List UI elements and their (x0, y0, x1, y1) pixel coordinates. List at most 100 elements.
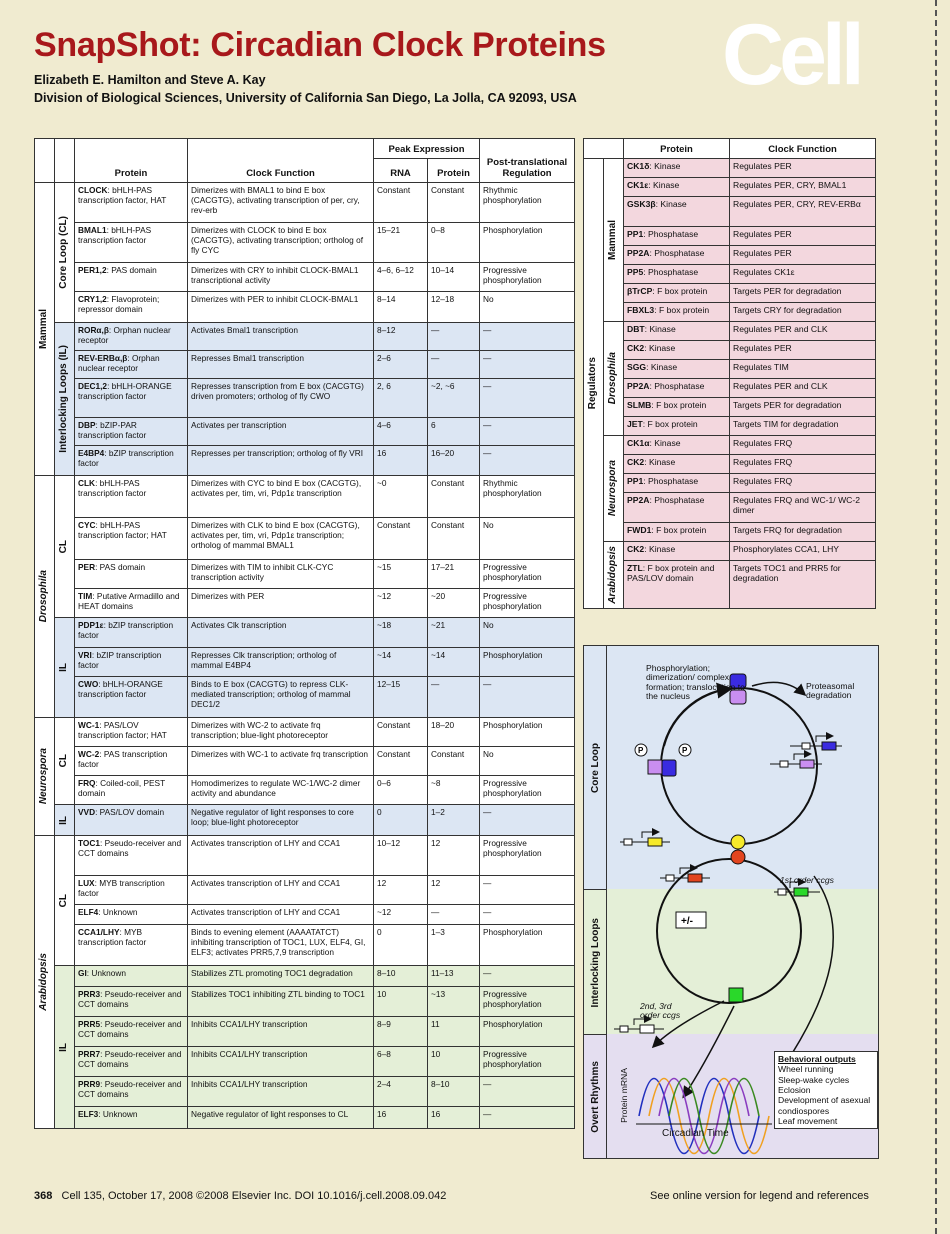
reg-protein-name: PP2A (627, 248, 650, 258)
protein-row: DEC1,2: bHLH-ORANGE transcription factor… (34, 378, 576, 418)
clock-function-cell: Represses per transcription; ortholog of… (187, 445, 374, 476)
reg-protein-description: : Kinase (644, 324, 676, 334)
clock-function-cell: Stabilizes TOC1 inhibiting ZTL binding t… (187, 986, 374, 1017)
clock-function-cell: Represses transcription from E box (CACG… (187, 378, 374, 418)
rna-peak-cell: ~18 (373, 617, 428, 648)
rna-peak-cell: 12 (373, 875, 428, 905)
reg-function-cell: Regulates PER (729, 245, 876, 265)
protein-cell: PRR7: Pseudo-receiver and CCT domains (74, 1046, 188, 1077)
output-item: Wheel running (778, 1064, 834, 1075)
reg-protein-cell: CK1α: Kinase (623, 435, 730, 455)
protein-description: : PAS transcription factor (78, 749, 168, 770)
protein-name: PRR5 (78, 1019, 101, 1029)
protein-peak-cell: — (426, 322, 481, 351)
subgroup-label-core_loop: Core Loop (CL) (58, 216, 70, 289)
interlocking-band (584, 889, 878, 1034)
clock-function-cell: Represses Clk transcription; ortholog of… (187, 647, 374, 677)
reg-protein-description: : Kinase (646, 362, 678, 372)
reg-protein-description: : Kinase (644, 457, 676, 467)
protein-name: FRQ (78, 778, 96, 788)
header-peak-expression: Peak Expression (372, 138, 481, 159)
protein-name: WC-1 (78, 720, 100, 730)
reg-protein-cell: PP2A: Phosphatase (623, 492, 730, 523)
post-translational-cell: No (479, 517, 576, 560)
reg-function-cell: Regulates PER and CLK (729, 321, 876, 341)
second-order-ccgs-text: 2nd, 3rd order ccgs (640, 1001, 681, 1021)
reg-header-clock-function: Clock Function (729, 138, 876, 159)
reg-protein-cell: PP2A: Phosphatase (623, 245, 730, 265)
protein-description: : Orphan nuclear receptor (78, 353, 160, 374)
reg-protein-cell: PP1: Phosphatase (623, 473, 730, 493)
reg-group-label-arabidopsis: Arabidopsis (607, 546, 619, 604)
protein-cell: BMAL1: bHLH-PAS transcription factor (74, 222, 188, 263)
reg-function-cell: Regulates FRQ (729, 454, 876, 474)
header-protein: Protein (74, 138, 188, 183)
rna-peak-cell: ~12 (373, 904, 428, 925)
clock-function-cell: Binds to E box (CACGTG) to repress CLK-m… (187, 676, 374, 718)
protein-name: CCA1/LHY (78, 927, 120, 937)
protein-peak-cell: Constant (426, 746, 481, 776)
post-translational-cell: — (479, 417, 576, 446)
protein-cell: PRR5: Pseudo-receiver and CCT domains (74, 1016, 188, 1047)
protein-cell: CLOCK: bHLH-PAS transcription factor, HA… (74, 182, 188, 223)
outputs-title: Behavioral outputs (778, 1054, 856, 1064)
group-label-neurospora: Neurospora (38, 748, 50, 805)
post-translational-cell: — (479, 676, 576, 718)
clock-function-cell: Stabilizes ZTL promoting TOC1 degradatio… (187, 965, 374, 987)
rna-peak-cell: 0 (373, 804, 428, 836)
protein-peak-cell: — (426, 350, 481, 379)
post-translational-cell: Rhythmic phosphorylation (479, 182, 576, 223)
phospho-label-2: P (682, 746, 688, 755)
rna-peak-cell: 8–14 (373, 291, 428, 323)
reg-function-cell: Regulates PER (729, 158, 876, 178)
reg-protein-cell: FBXL3: F box protein (623, 302, 730, 322)
protein-cell: DEC1,2: bHLH-ORANGE transcription factor (74, 378, 188, 418)
protein-cell: FRQ: Coiled-coil, PEST domain (74, 775, 188, 805)
header-rna: RNA (373, 158, 428, 183)
post-translational-cell: — (479, 378, 576, 418)
protein-cell: DBP: bZIP-PAR transcription factor (74, 417, 188, 446)
reg-function-cell: Phosphorylates CCA1, LHY (729, 541, 876, 561)
protein-peak-cell: 16–20 (426, 445, 481, 476)
protein-name: CLK (78, 478, 96, 488)
reg-protein-cell: SLMB: F box protein (623, 397, 730, 417)
protein-name: VRI (78, 650, 92, 660)
clock-diagram: Core Loop Interlocking Loops Overt Rhyth… (583, 645, 879, 1159)
clock-function-cell: Activates transcription of LHY and CCA1 (187, 904, 374, 925)
reg-protein-name: CK1δ (627, 161, 650, 171)
reg-function-cell: Regulates PER (729, 226, 876, 246)
protein-description: : bHLH-ORANGE transcription factor (78, 679, 163, 700)
post-translational-cell: Progressive phosphorylation (479, 835, 576, 876)
protein-description: : bZIP transcription factor (78, 650, 162, 671)
rna-peak-cell: ~12 (373, 588, 428, 618)
rna-peak-cell: 2–6 (373, 350, 428, 379)
citation-text: Cell 135, October 17, 2008 ©2008 Elsevie… (61, 1190, 447, 1202)
protein-peak-cell: 12–18 (426, 291, 481, 323)
reg-protein-cell: βTrCP: F box protein (623, 283, 730, 303)
cut-line (935, 0, 937, 1234)
reg-protein-description: : Phosphatase (643, 229, 699, 239)
protein-name: PRR9 (78, 1079, 101, 1089)
protein-cell: CYC: bHLH-PAS transcription factor; HAT (74, 517, 188, 560)
clock-function-cell: Activates transcription of LHY and CCA1 (187, 875, 374, 905)
protein-name: CRY1,2 (78, 294, 107, 304)
reg-function-cell: Targets TOC1 and PRR5 for degradation (729, 560, 876, 609)
rna-peak-cell: ~14 (373, 647, 428, 677)
post-translational-cell: — (479, 445, 576, 476)
reg-protein-name: GSK3β (627, 199, 656, 209)
protein-peak-cell: 10 (426, 1046, 481, 1077)
reg-protein-cell: PP2A: Phosphatase (623, 378, 730, 398)
rna-peak-cell: 0–6 (373, 775, 428, 805)
protein-peak-cell: 11 (426, 1016, 481, 1047)
protein-name: DEC1,2 (78, 381, 108, 391)
